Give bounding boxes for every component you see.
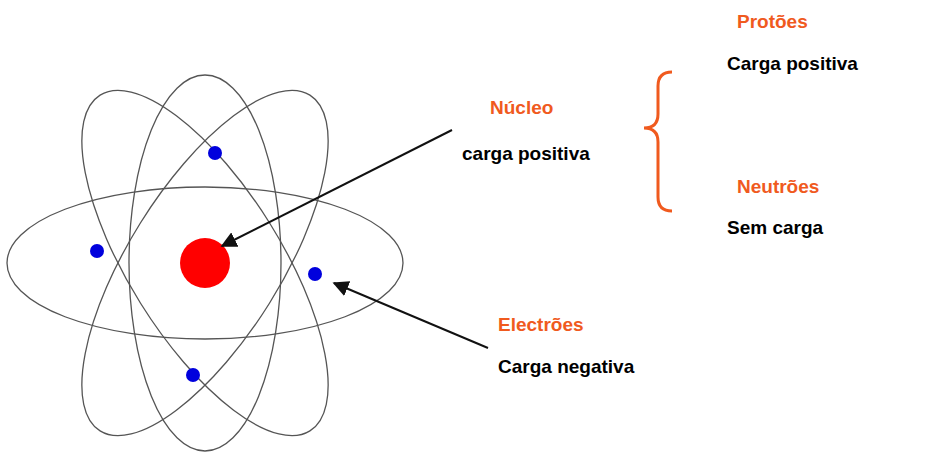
electrons [90,146,322,382]
part-name: Núcleo [490,98,553,119]
charge-note: Carga positiva [727,54,858,75]
curly-bracket [644,72,672,211]
orbit [36,55,375,454]
part-name: Protões [737,12,808,33]
orbits [7,55,403,454]
orbit [36,55,375,454]
leader-line [334,283,488,348]
part-name: Neutrões [737,177,819,198]
electron [186,368,200,382]
charge-note: carga positiva [462,144,590,165]
part-name: Electrões [498,315,584,336]
charge-note: Sem carga [727,218,823,239]
electron [308,267,322,281]
electron [208,146,222,160]
leader-line [222,130,452,246]
orbit [129,75,281,451]
charge-note: Carga negativa [498,357,634,378]
electron [90,244,104,258]
orbit [7,187,403,339]
